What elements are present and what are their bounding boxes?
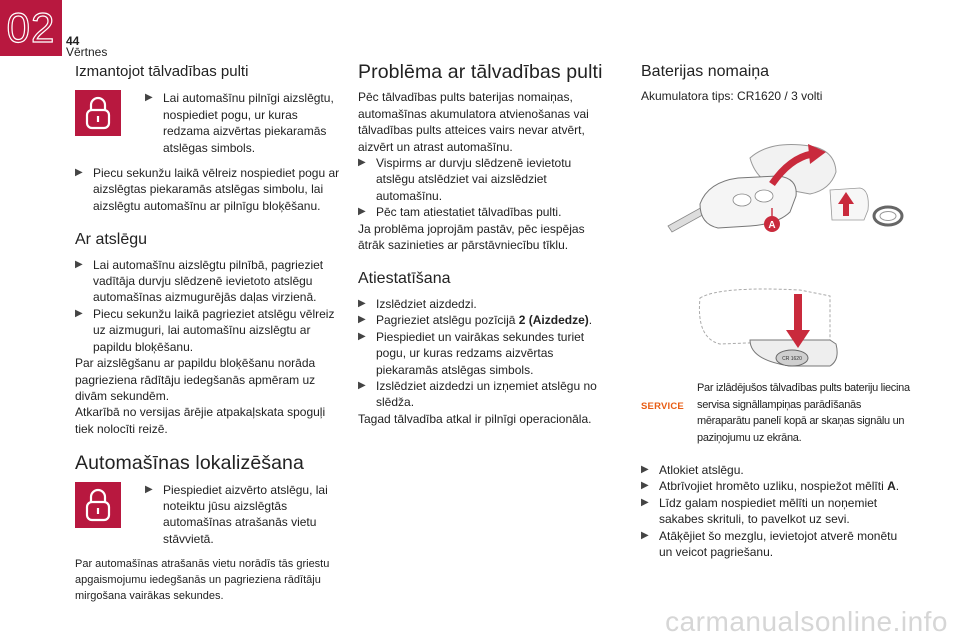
bullet-item: ▶ Atlokiet atslēgu. [641, 463, 744, 477]
battery-removal-illustration: CR 1620 [698, 288, 838, 367]
bullet-item: ▶ Lai automašīnu pilnīgi aizslēgtu, nosp… [145, 91, 334, 155]
heading-remote-problem: Problēma ar tālvadības pulti [358, 61, 603, 83]
heading-vehicle-locating: Automašīnas lokalizēšana [75, 452, 304, 475]
arrow-icon: ▶ [358, 157, 366, 169]
section-title: Vērtnes [66, 45, 108, 59]
service-note: SERVICE Par izlādējušos tālvadības pults… [641, 380, 911, 446]
heading-reset: Atiestatīšana [358, 270, 451, 288]
arrow-icon: ▶ [641, 529, 649, 541]
paragraph: Pēc tālvadības pults baterijas nomaiņas,… [358, 90, 589, 154]
arrow-icon: ▶ [358, 314, 366, 326]
arrow-icon: ▶ [145, 92, 153, 104]
bullet-item: ▶ Lai automašīnu aizslēgtu pilnībā, pagr… [75, 257, 324, 305]
bullet-item: ▶ Atbrīvojiet hromēto uzliku, nospiežot … [641, 479, 900, 494]
key-fob-illustration: A [667, 144, 904, 233]
bullet-item: ▶ Izslēdziet aizdedzi. [358, 296, 477, 311]
arrow-icon: ▶ [641, 464, 649, 475]
lock-icon [75, 90, 121, 137]
arrow-icon: ▶ [358, 379, 366, 391]
bullet-item: ▶ Pēc tam atiestatiet tālvadības pulti. [358, 205, 562, 220]
paragraph: Par aizslēgšanu ar papildu bloķēšanu nor… [75, 356, 316, 403]
watermark: carmanualsonline.info [665, 606, 948, 637]
chapter-number: 02 [6, 3, 56, 51]
heading-with-key: Ar atslēgu [75, 231, 148, 249]
lock-icon [75, 481, 121, 528]
page-number: 44 [66, 34, 80, 48]
chapter-tab: 02 [0, 0, 62, 56]
paragraph: Atkarībā no versijas ārējie atpakaļskata… [75, 405, 326, 436]
battery-steps: ▶ Atlokiet atslēgu. ▶ Atbrīvojiet hromēt… [641, 462, 911, 560]
arrow-icon: ▶ [641, 496, 649, 508]
bullet-item: ▶ Piespiediet un vairākas sekundes turie… [358, 329, 585, 377]
bullet-item: ▶ Piecu sekunžu laikā vēlreiz nospiediet… [75, 166, 340, 213]
arrow-icon: ▶ [358, 206, 366, 218]
arrow-icon: ▶ [358, 330, 366, 342]
paragraph: Par automašīnas atrašanās vietu norādīs … [75, 558, 330, 603]
battery-label: CR 1620 [782, 356, 802, 362]
arrow-icon: ▶ [75, 258, 83, 270]
heading-remote-control: Izmantojot tālvadības pulti [75, 63, 249, 80]
bullet-item: ▶ Atāķējiet šo mezglu, ievietojot atverē… [641, 528, 898, 560]
battery-type: Akumulatora tips: CR1620 / 3 volti [641, 89, 823, 104]
middle-column: Problēma ar tālvadības pulti Pēc tālvadī… [358, 61, 608, 427]
bullet-item: ▶ Piespiediet aizvērto atslēgu, lai note… [145, 482, 328, 546]
bullet-item: ▶ Pagrieziet atslēgu pozīcijā 2 (Aizdedz… [358, 313, 593, 328]
arrow-icon: ▶ [358, 297, 366, 309]
bullet-item: ▶ Izslēdziet aizdedzi un izņemiet atslēg… [358, 378, 597, 410]
arrow-icon: ▶ [75, 167, 83, 179]
bullet-item: ▶ Līdz galam nospiediet mēlīti un noņemi… [641, 495, 878, 527]
service-note-text: Par izlādējušos tālvadības pults baterij… [697, 382, 910, 444]
arrow-icon: ▶ [145, 483, 153, 495]
heading-battery-replacement: Baterijas nomaiņa [641, 63, 770, 80]
arrow-icon: ▶ [75, 307, 83, 319]
lock-instruction: ▶ Lai automašīnu pilnīgi aizslēgtu, nosp… [75, 90, 343, 156]
bullet-item: ▶ Vispirms ar durvju slēdzenē ievietotu … [358, 156, 572, 203]
left-column: Izmantojot tālvadības pulti ▶ Lai automa… [75, 63, 343, 604]
callout-a: A [768, 220, 775, 231]
right-column: Baterijas nomaiņa Akumulatora tips: CR16… [641, 63, 911, 105]
service-warning-icon: SERVICE [641, 401, 684, 412]
locate-instruction: ▶ Piespiediet aizvērto atslēgu, lai note… [75, 481, 343, 548]
arrow-icon: ▶ [641, 480, 649, 492]
bullet-item: ▶ Piecu sekunžu laikā pagrieziet atslēgu… [75, 306, 335, 354]
paragraph: Tagad tālvadība atkal ir pilnīgi operaci… [358, 411, 592, 426]
paragraph: Ja problēma joprojām pastāv, pēc iespēja… [358, 221, 585, 253]
